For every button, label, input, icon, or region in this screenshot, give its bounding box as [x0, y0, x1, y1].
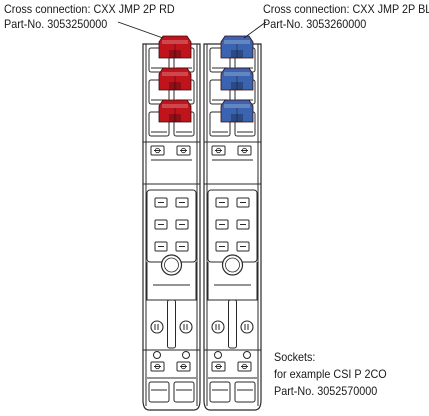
bridge-highlight: [224, 72, 250, 76]
red-bridge-2: [158, 67, 192, 91]
bottom-terminal: [209, 381, 231, 403]
indicator-dial: [179, 320, 193, 334]
bridge-highlight: [224, 40, 250, 44]
terminal-icon-screw: [241, 147, 248, 154]
terminal-icon-screw: [215, 147, 222, 154]
bridge-body: [158, 99, 192, 123]
terminal-icon-screw: [215, 363, 222, 370]
bridge-body: [220, 35, 254, 59]
sockets-description: for example CSI P 2CO: [274, 367, 387, 381]
bridge-body: [220, 67, 254, 91]
bridge-highlight: [162, 40, 188, 44]
terminal-screw: [153, 351, 161, 359]
indicator-dial: [150, 320, 164, 334]
bridge-notch: [169, 50, 181, 58]
red-bridge-title: Cross connection: CXX JMP 2P RD: [4, 2, 175, 16]
bridge-highlight: [162, 72, 188, 76]
terminal-icon-screw: [180, 147, 187, 154]
red-bridge-part-no: Part-No. 3053250000: [4, 17, 108, 31]
blue-bridge-part-no: Part-No. 3053260000: [263, 17, 367, 31]
bottom-terminal: [148, 381, 170, 403]
bridge-body: [158, 35, 192, 59]
coil-circle-inner: [225, 257, 240, 273]
leader-lines: [117, 21, 267, 39]
terminal-icon-screw: [241, 363, 248, 370]
left-socket: [142, 43, 201, 411]
right-socket: [203, 43, 262, 411]
blue-bridge-leader: [243, 21, 267, 39]
terminal-icon-screw: [180, 363, 187, 370]
blue-bridge-caption: Cross connection: CXX JMP 2P BL Part-No.…: [263, 2, 429, 32]
bridge-notch: [231, 50, 243, 58]
socket-bodies: [142, 43, 262, 411]
ejector-lever: [228, 299, 237, 349]
bottom-terminal: [234, 381, 256, 403]
bridge-notch: [169, 114, 181, 122]
terminal-screw: [182, 351, 190, 359]
terminal-icon-screw: [154, 147, 161, 154]
terminal-screw: [243, 351, 251, 359]
relay-pin-block: [207, 189, 258, 263]
relay-pin-block: [146, 189, 197, 263]
blue-bridge-title: Cross connection: CXX JMP 2P BL: [263, 2, 429, 16]
bridge-notch: [231, 82, 243, 90]
indicator-dial: [211, 320, 225, 334]
bridge-body: [158, 67, 192, 91]
terminal-screw: [214, 351, 222, 359]
bridge-highlight: [224, 104, 250, 108]
blue-bridge-1: [220, 35, 254, 59]
red-bridge-leader: [117, 21, 164, 39]
bridge-highlight: [162, 104, 188, 108]
red-bridge-3: [158, 99, 192, 123]
sockets-title: Sockets:: [274, 350, 316, 364]
red-bridge-1: [158, 35, 192, 59]
bridge-notch: [231, 114, 243, 122]
sockets-part-no: Part-No. 3052570000: [274, 384, 378, 398]
coil-circle-inner: [164, 257, 179, 273]
sockets-caption: Sockets: for example CSI P 2CO Part-No. …: [274, 349, 387, 400]
ejector-lever: [167, 299, 176, 349]
cross-connection-bridges: [158, 35, 254, 123]
bridge-notch: [169, 82, 181, 90]
indicator-dial: [240, 320, 254, 334]
red-bridge-caption: Cross connection: CXX JMP 2P RD Part-No.…: [4, 2, 175, 32]
bottom-terminal: [173, 381, 195, 403]
bridge-body: [220, 99, 254, 123]
blue-bridge-2: [220, 67, 254, 91]
terminal-icon-screw: [154, 363, 161, 370]
blue-bridge-3: [220, 99, 254, 123]
